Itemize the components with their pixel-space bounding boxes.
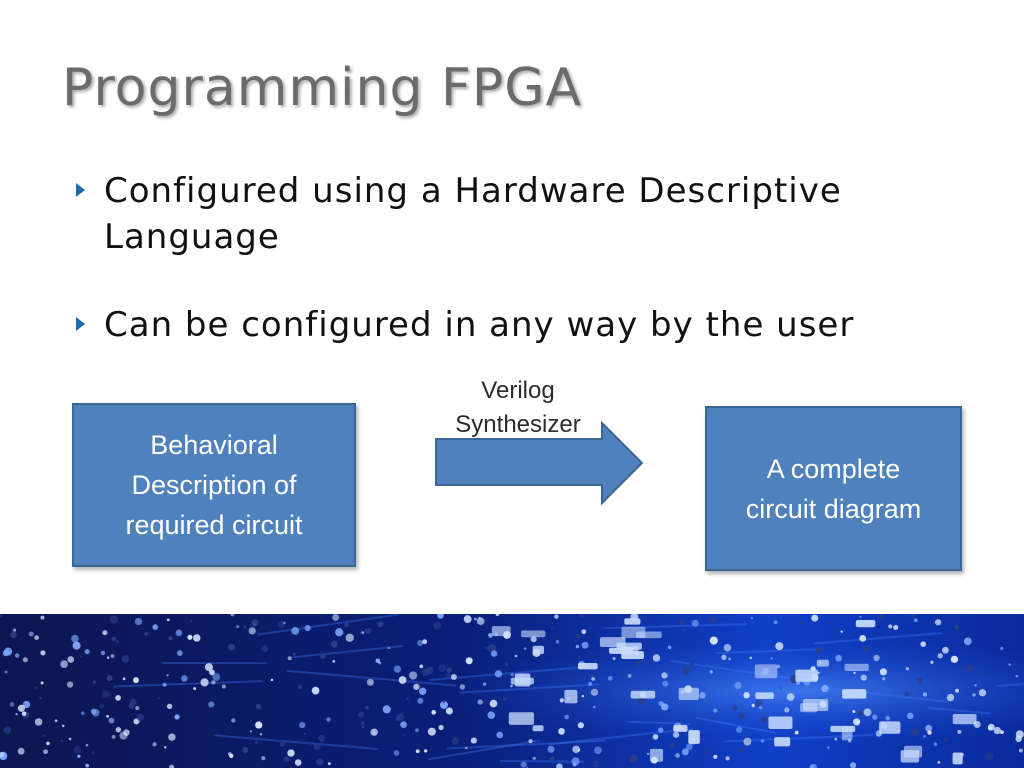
bullet-marker-icon <box>76 183 85 197</box>
bullet-list: Configured using a Hardware Descriptive … <box>74 168 894 348</box>
circuit-diagram-box: A complete circuit diagram <box>705 406 962 571</box>
arrow-label: Verilog Synthesizer <box>455 377 581 438</box>
bullet-text-1: Configured using a Hardware Descriptive … <box>104 171 842 257</box>
bullet-marker-icon <box>76 317 85 331</box>
bullet-item-1: Configured using a Hardware Descriptive … <box>74 168 894 260</box>
right-arrow-icon <box>435 421 644 505</box>
circuit-board-banner <box>0 614 1024 768</box>
bullet-text-2: Can be configured in any way by the user <box>104 305 855 345</box>
bullet-item-2: Can be configured in any way by the user <box>74 302 894 348</box>
behavioral-description-box: Behavioral Description of required circu… <box>72 403 356 567</box>
circuit-diagram-text: A complete circuit diagram <box>745 453 922 524</box>
behavioral-description-text: Behavioral Description of required circu… <box>125 430 303 540</box>
slide-title: Programming FPGA <box>62 58 583 118</box>
circuit-components <box>0 614 1024 768</box>
